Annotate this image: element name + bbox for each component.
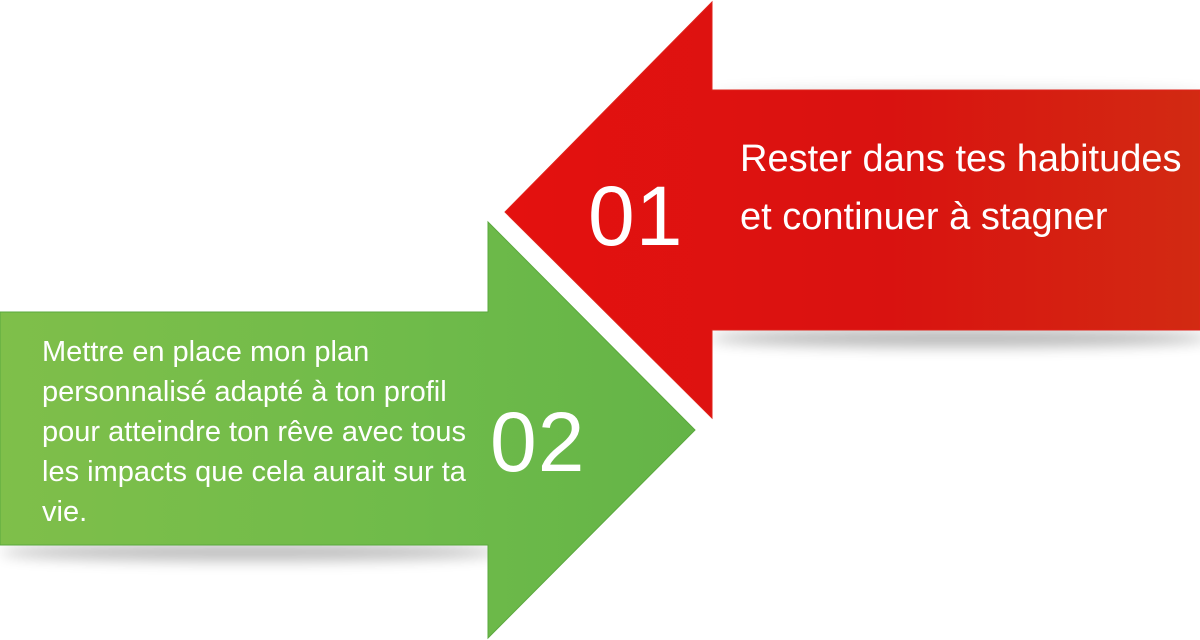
green-arrow-shadow [0,543,500,561]
green-arrow [0,220,696,640]
step-number-02: 02 [490,395,586,489]
step-text-01: Rester dans tes habitudes et continuer à… [740,138,1182,238]
step-text-02: Mettre en place mon plan personnalisé ad… [42,336,466,528]
step-number-01: 01 [588,169,684,263]
red-arrow-shadow [710,329,1200,347]
red-arrow [504,0,1200,420]
